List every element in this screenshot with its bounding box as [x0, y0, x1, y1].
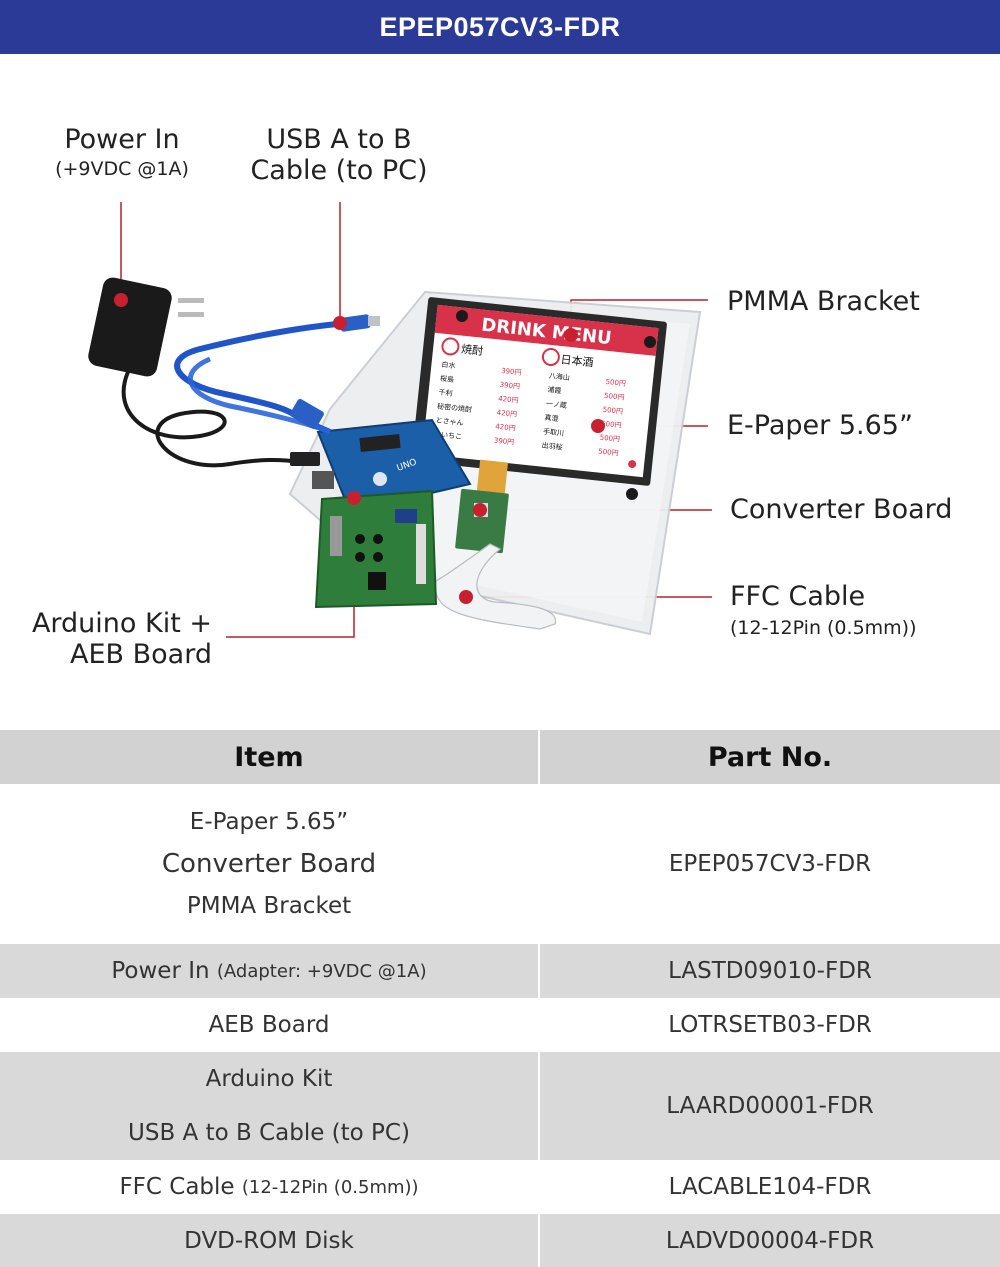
screen-left-header: 焼酎	[461, 342, 484, 358]
screen-left-price: 420円	[498, 395, 519, 405]
label-ffc-cable: FFC Cable (12-12Pin (0.5mm))	[730, 581, 917, 640]
item-line: PMMA Bracket	[186, 893, 352, 919]
screen-right-item: 真澄	[544, 413, 559, 423]
item-cell: AEB Board	[0, 998, 538, 1052]
table-row: E-Paper 5.65” Converter Board PMMA Brack…	[0, 784, 1000, 944]
item-line: E-Paper 5.65”	[189, 809, 349, 835]
item-cell: FFC Cable (12-12Pin (0.5mm))	[0, 1160, 538, 1214]
screen-right-item: 浦霞	[547, 385, 562, 395]
screen-left-price: 420円	[495, 423, 516, 433]
usb-cable	[174, 319, 366, 435]
screen-left-item: いいちこ	[434, 430, 463, 441]
item-cell: E-Paper 5.65” Converter Board PMMA Brack…	[0, 784, 538, 944]
screen-left-item: とさゃん	[435, 416, 464, 427]
label-ffc-sub: (12-12Pin (0.5mm))	[730, 617, 917, 640]
label-usb-cable: USB A to B Cable (to PC)	[236, 124, 442, 186]
screen-right-header: 日本酒	[560, 352, 594, 369]
item-cell: Power In (Adapter: +9VDC @1A)	[0, 944, 538, 998]
power-adapter	[88, 277, 320, 468]
label-converter-text: Converter Board	[730, 494, 953, 525]
label-power-in-title: Power In	[64, 124, 180, 155]
screen-left-price: 390円	[493, 437, 514, 447]
epaper-screen: DRINK MENU 焼酎 日本酒 白水390円八海山500円桜島390円浦霞5…	[411, 297, 667, 486]
screen-right-item: 手取川	[543, 427, 565, 438]
part-cell: LOTRSETB03-FDR	[540, 998, 1000, 1052]
screen-right-price: 500円	[598, 447, 619, 457]
label-power-in-sub: (+9VDC @1A)	[55, 158, 189, 181]
screen-right-price: 500円	[604, 392, 625, 402]
table-row: Power In (Adapter: +9VDC @1A) LASTD09010…	[0, 944, 1000, 998]
converter-board	[455, 488, 509, 554]
aeb-board	[314, 489, 438, 609]
item-cell: Arduino Kit USB A to B Cable (to PC)	[0, 1052, 538, 1160]
screen-left-item: 桜島	[440, 374, 455, 384]
screen-right-item: 一ノ蔵	[546, 399, 568, 410]
screen-right-price: 500円	[605, 378, 626, 388]
label-arduino-kit: Arduino Kit + AEB Board	[20, 608, 212, 670]
screen-right-item: 八海山	[548, 371, 570, 382]
label-epaper: E-Paper 5.65”	[727, 410, 913, 441]
table-header-row: Item Part No.	[0, 730, 1000, 784]
label-ffc-title: FFC Cable	[730, 581, 866, 612]
label-pmma-text: PMMA Bracket	[727, 286, 920, 317]
label-power-in: Power In (+9VDC @1A)	[48, 124, 196, 181]
screen-right-price: 500円	[599, 434, 620, 444]
label-epaper-text: E-Paper 5.65”	[727, 410, 913, 441]
screen-left-price: 390円	[499, 381, 520, 391]
page-header: EPEP057CV3-FDR	[0, 0, 1000, 54]
part-cell: LADVD00004-FDR	[540, 1214, 1000, 1267]
screen-right-item: 出羽桜	[541, 441, 563, 452]
item-cell: DVD-ROM Disk	[0, 1214, 538, 1267]
label-converter-board: Converter Board	[730, 494, 952, 525]
item-line: Converter Board	[161, 849, 377, 879]
item-sub: (12-12Pin (0.5mm))	[241, 1176, 419, 1198]
item-line: Arduino Kit	[205, 1066, 333, 1092]
table-row: Arduino Kit USB A to B Cable (to PC) LAA…	[0, 1052, 1000, 1160]
label-pmma-bracket: PMMA Bracket	[727, 286, 920, 317]
label-arduino-line1: Arduino Kit +	[31, 608, 212, 639]
screen-left-item: 白水	[441, 360, 456, 370]
ffc-cable	[434, 543, 557, 630]
label-arduino-line2: AEB Board	[70, 639, 212, 671]
part-cell: EPEP057CV3-FDR	[540, 784, 1000, 944]
item-sub: (Adapter: +9VDC @1A)	[216, 960, 427, 982]
table-row: FFC Cable (12-12Pin (0.5mm)) LACABLE104-…	[0, 1160, 1000, 1214]
screen-left-price: 420円	[496, 409, 517, 419]
label-usb-line2: Cable (to PC)	[250, 155, 428, 187]
screen-left-item: 千利	[438, 387, 453, 397]
header-part-no: Part No.	[540, 730, 1000, 784]
header-item: Item	[0, 730, 538, 784]
table-row: AEB Board LOTRSETB03-FDR	[0, 998, 1000, 1052]
item-line: Power In	[111, 958, 210, 984]
part-cell: LACABLE104-FDR	[540, 1160, 1000, 1214]
screen-right-price: 500円	[601, 420, 622, 430]
table-row: DVD-ROM Disk LADVD00004-FDR	[0, 1214, 1000, 1267]
page-title: EPEP057CV3-FDR	[379, 11, 621, 42]
label-usb-line1: USB A to B	[266, 124, 412, 155]
arduino-board: UNO	[312, 418, 472, 514]
part-cell: LAARD00001-FDR	[540, 1052, 1000, 1160]
screen-left-price: 390円	[501, 367, 522, 377]
item-line: USB A to B Cable (to PC)	[128, 1120, 410, 1146]
item-line: FFC Cable	[119, 1174, 235, 1200]
screen-left-item: 秘密の焼酎	[437, 401, 473, 414]
product-photo: DRINK MENU 焼酎 日本酒 白水390円八海山500円桜島390円浦霞5…	[88, 202, 712, 638]
screen-right-price: 500円	[602, 406, 623, 416]
part-cell: LASTD09010-FDR	[540, 944, 1000, 998]
